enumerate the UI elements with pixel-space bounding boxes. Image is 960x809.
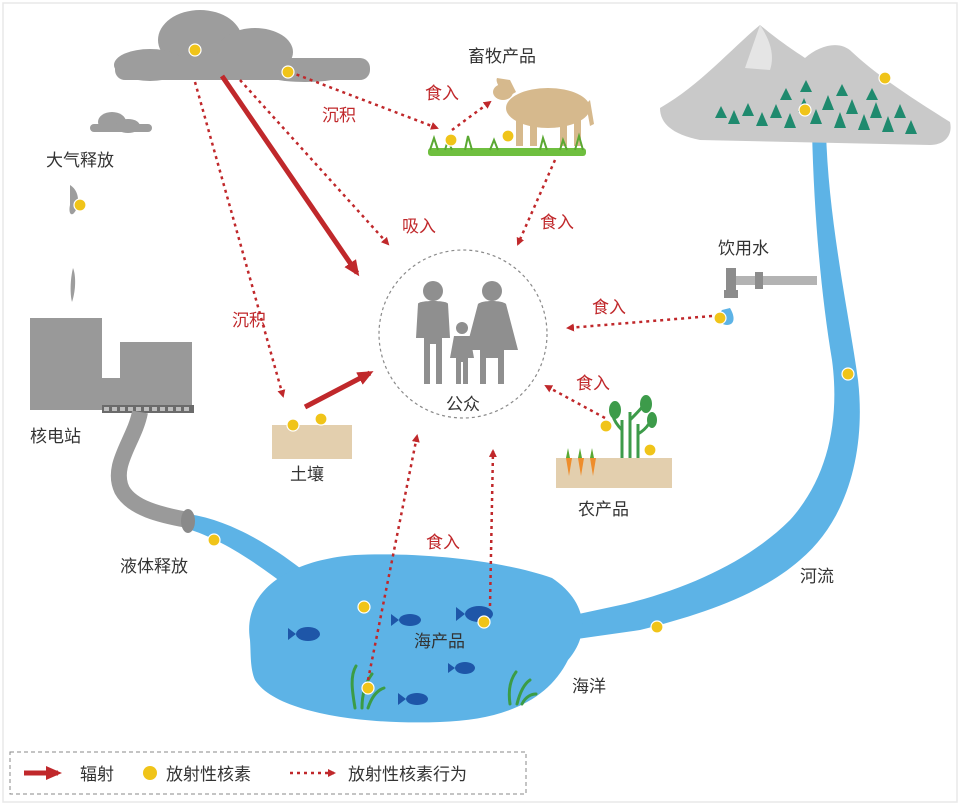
inhalation-label: 吸入 bbox=[402, 217, 436, 237]
cloud-large bbox=[114, 10, 370, 82]
atmospheric-release-label: 大气释放 bbox=[46, 151, 114, 171]
inhalation-arrow bbox=[239, 79, 390, 246]
cloud-small bbox=[90, 112, 152, 133]
radiation-arrow-soil bbox=[303, 370, 374, 410]
fish-group bbox=[288, 606, 493, 705]
family-icon bbox=[416, 281, 518, 384]
seaweed bbox=[350, 664, 538, 710]
pipe-mouth bbox=[181, 509, 195, 533]
deposition-arrow-livestock bbox=[289, 70, 439, 130]
discharge-pipe bbox=[110, 410, 190, 528]
legend-behavior-label: 放射性核素行为 bbox=[348, 765, 467, 785]
ingestion-arrow-livestock bbox=[516, 159, 557, 246]
legend-nuclide-label: 放射性核素 bbox=[166, 765, 251, 785]
ingestion-label-sea: 食入 bbox=[426, 533, 460, 553]
public-circle bbox=[378, 249, 548, 419]
soil-label: 土壤 bbox=[290, 464, 324, 485]
nuclide-dots bbox=[73, 43, 892, 695]
deposition-label-2: 沉积 bbox=[232, 311, 266, 331]
ocean-label: 海洋 bbox=[572, 677, 606, 697]
ingestion-arrow-sea-right bbox=[488, 449, 497, 607]
liquid-outlet bbox=[185, 514, 300, 590]
legend-radiation-label: 辐射 bbox=[80, 765, 114, 785]
ingestion-label-water: 食入 bbox=[592, 298, 626, 318]
nuclear-plant-building bbox=[30, 318, 194, 413]
ingestion-label-livestock: 食入 bbox=[540, 213, 574, 233]
legend: 辐射 放射性核素 放射性核素行为 bbox=[9, 751, 527, 795]
river-label: 河流 bbox=[800, 567, 834, 587]
ocean bbox=[249, 554, 583, 723]
ingestion-arrow-water bbox=[566, 314, 713, 332]
radiation-arrow-cloud bbox=[219, 74, 360, 277]
nuclear-plant-label: 核电站 bbox=[30, 427, 81, 447]
legend-box bbox=[9, 751, 527, 795]
seafood-label: 海产品 bbox=[414, 632, 465, 652]
liquid-release-label: 液体释放 bbox=[120, 557, 188, 577]
grass-livestock bbox=[428, 132, 586, 156]
agri-field bbox=[556, 395, 672, 488]
deposition-arrow-soil bbox=[193, 81, 286, 398]
water-tap bbox=[719, 268, 817, 325]
ingestion-label-agri: 食入 bbox=[576, 374, 610, 394]
ingestion-arrow-cow bbox=[451, 100, 492, 132]
ingestion-label-cow: 食入 bbox=[425, 84, 459, 104]
drinking-water-label: 饮用水 bbox=[718, 239, 769, 259]
legend-nuclide-dot bbox=[143, 766, 157, 780]
mountain bbox=[660, 25, 951, 145]
livestock-label: 畜牧产品 bbox=[468, 47, 536, 67]
deposition-label-1: 沉积 bbox=[322, 106, 356, 126]
public-label: 公众 bbox=[446, 395, 480, 415]
soil-block bbox=[272, 425, 352, 459]
agri-products-label: 农产品 bbox=[578, 500, 629, 520]
cow bbox=[493, 78, 594, 146]
